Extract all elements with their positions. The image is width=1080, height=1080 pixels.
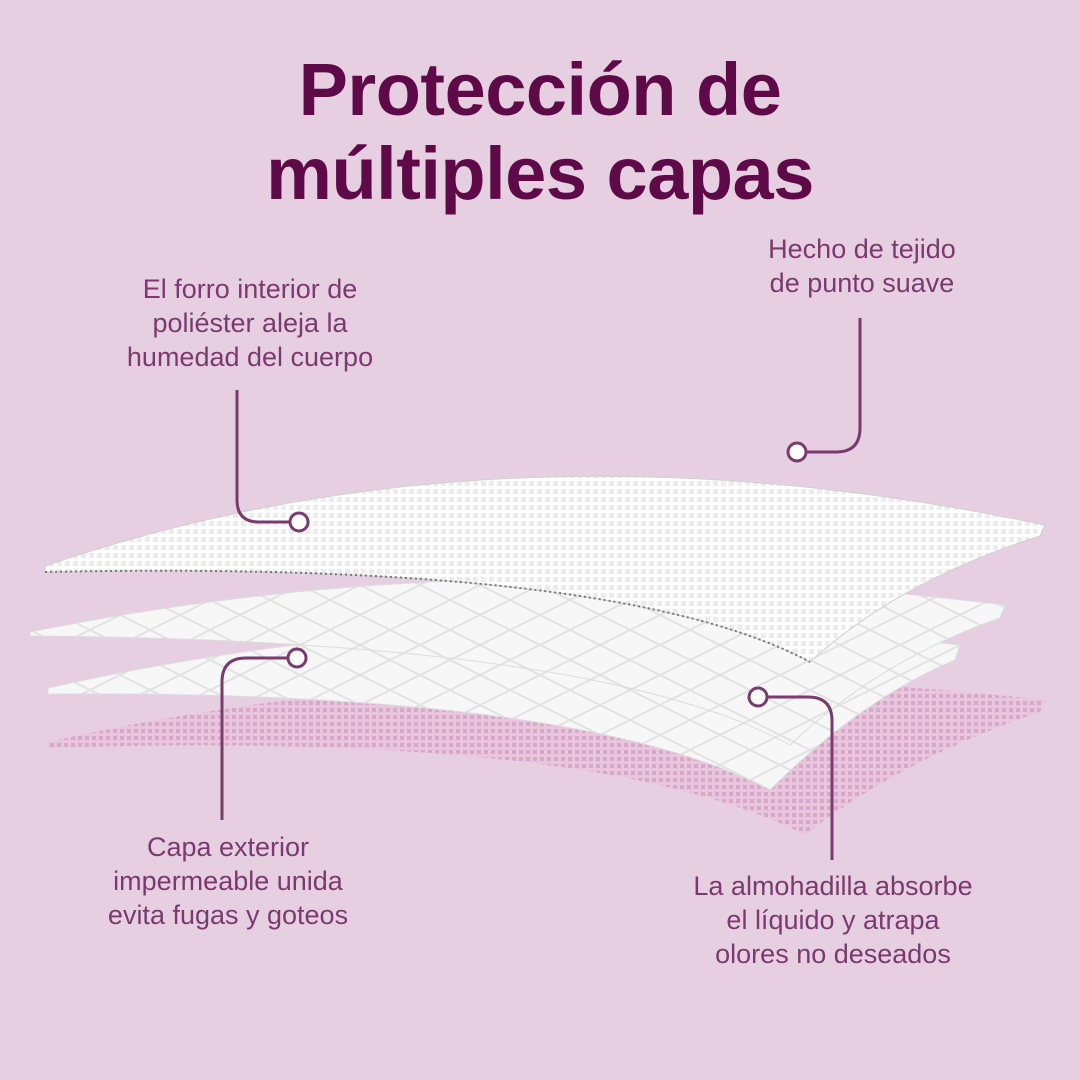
callout-line-outer-layer — [220, 656, 288, 820]
callout-text: poliéster aleja la — [152, 308, 348, 338]
callout-text: de punto suave — [769, 268, 955, 298]
callout-text: La almohadilla absorbe — [693, 871, 973, 901]
callout-dot-inner-lining — [288, 511, 310, 533]
callout-line-soft-knit — [806, 318, 862, 454]
callout-text: olores no deseados — [715, 939, 951, 969]
callout-line-absorbent-pad — [767, 695, 834, 860]
callout-dot-absorbent-pad — [747, 686, 769, 708]
page-title: Protección de múltiples capas — [0, 48, 1080, 216]
callout-dot-soft-knit — [786, 441, 808, 463]
callout-line-inner-lining — [235, 390, 290, 524]
callout-inner-lining: El forro interior de poliéster aleja la … — [70, 272, 430, 374]
callout-text: El forro interior de — [142, 274, 358, 304]
callout-dot-outer-layer — [286, 647, 308, 669]
callout-outer-layer: Capa exterior impermeable unida evita fu… — [48, 830, 408, 932]
callout-text: humedad del cuerpo — [126, 342, 374, 372]
callout-soft-knit: Hecho de tejido de punto suave — [712, 232, 1012, 300]
title-line-2: múltiples capas — [266, 132, 814, 215]
callout-text: impermeable unida — [113, 866, 343, 896]
callout-text: Hecho de tejido — [768, 234, 956, 264]
callout-text: Capa exterior — [146, 832, 310, 862]
callout-text: evita fugas y goteos — [107, 900, 349, 930]
callout-text: el líquido y atrapa — [726, 905, 940, 935]
callout-absorbent-pad: La almohadilla absorbe el líquido y atra… — [633, 869, 1033, 971]
title-line-1: Protección de — [298, 48, 782, 131]
